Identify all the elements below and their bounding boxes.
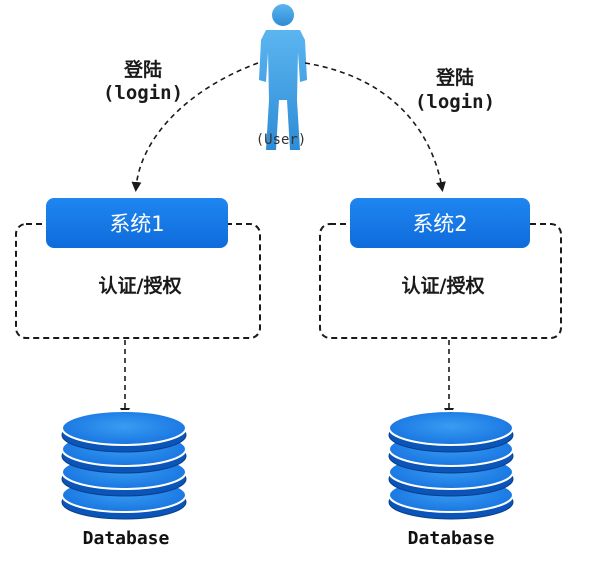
- database-label: Database: [408, 528, 495, 549]
- system-block-1: 系统1 认证/授权: [15, 198, 261, 339]
- user-label: (User): [256, 132, 307, 148]
- system-body-text: 认证/授权: [402, 274, 485, 297]
- system-title: 系统1: [109, 212, 164, 236]
- login-arrow-left: [131, 62, 259, 192]
- system-block-2: 系统2 认证/授权: [319, 198, 562, 339]
- system-body-text: 认证/授权: [99, 274, 182, 297]
- database-icon: [388, 410, 514, 520]
- database-icon: [61, 410, 187, 520]
- login-label-left: 登陆: [123, 58, 162, 81]
- system-title-badge: [46, 198, 228, 248]
- database-label: Database: [83, 528, 170, 549]
- user-icon: [259, 4, 307, 150]
- login-label-right: 登陆: [435, 66, 474, 89]
- system-title-badge: [350, 198, 530, 248]
- system-title: 系统2: [412, 212, 467, 236]
- login-sublabel-left: (login): [103, 82, 183, 104]
- login-sublabel-right: (login): [415, 91, 495, 113]
- login-arrow-right: [304, 62, 446, 192]
